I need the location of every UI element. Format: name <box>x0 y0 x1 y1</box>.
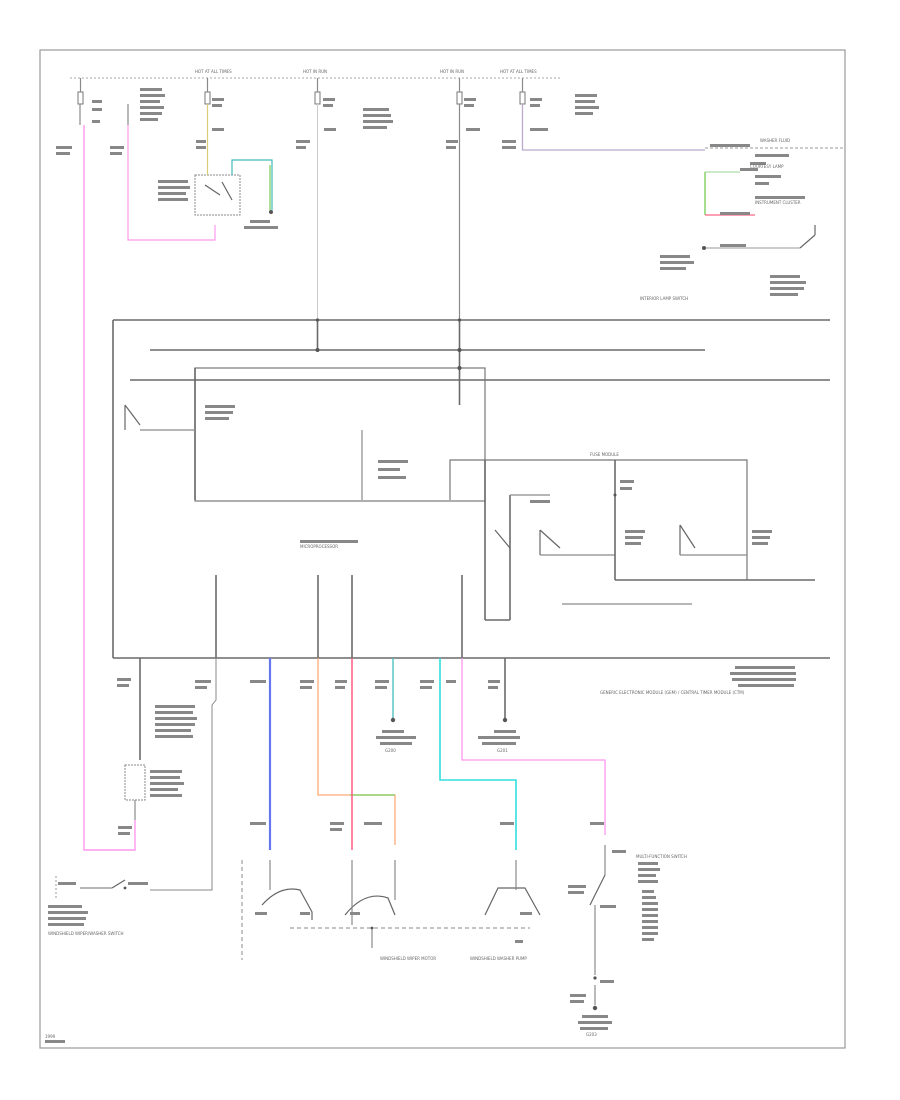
wire-teal-relay <box>231 159 273 210</box>
ground-g203 <box>592 1005 598 1011</box>
module-name-block <box>730 666 796 687</box>
gem-module <box>112 318 830 659</box>
relay-top-left <box>158 174 241 216</box>
fuse-label-2: HOT IN RUN <box>303 69 327 74</box>
fuse-1 <box>204 78 211 105</box>
notes-blue <box>250 680 266 825</box>
instrument-cluster-label: INSTRUMENT CLUSTER <box>755 200 801 205</box>
connector-left-module <box>124 764 184 801</box>
fuse-module-label: FUSE MODULE <box>590 452 619 457</box>
label-page-code: 1999 <box>45 1034 56 1039</box>
label-wiper-motor: WINDSHIELD WIPER MOTOR <box>380 956 436 961</box>
fuse4-notes <box>56 128 548 155</box>
fuse-label-1: HOT AT ALL TIMES <box>195 69 232 74</box>
label-module-name: GENERIC ELECTRONIC MODULE (GEM) / CENTRA… <box>600 690 745 695</box>
wire-left-block <box>127 125 216 241</box>
label-washer-pump: WINDSHIELD WASHER PUMP <box>470 956 527 961</box>
fuse-label-3: HOT IN RUN <box>440 69 464 74</box>
instrument-cluster-area <box>660 144 845 296</box>
ground-g201 <box>502 717 508 723</box>
outer-border <box>39 49 846 1049</box>
wire-pink-right <box>461 658 606 835</box>
fuse-label-4: HOT AT ALL TIMES <box>500 69 537 74</box>
ground-notes-1 <box>244 220 278 229</box>
label-multifunction: MULTI-FUNCTION SWITCH <box>636 854 687 859</box>
fuse-4 <box>519 78 526 105</box>
ground-g200 <box>390 717 396 723</box>
label-g201: G201 <box>497 748 508 753</box>
label-interior-lamps: INTERIOR LAMP SWITCH <box>640 296 688 301</box>
notes-orange-red <box>300 680 382 831</box>
wire-cyan <box>439 658 517 850</box>
label-telltale: WASHER FLUID <box>760 138 790 143</box>
bottom-left-switch <box>48 876 148 926</box>
notes-left-module <box>117 678 211 835</box>
notes-cyan-pink <box>420 680 604 825</box>
wiper-motor <box>241 860 541 960</box>
pink-wire-left <box>83 125 136 851</box>
fuse-2 <box>314 78 321 105</box>
notes-g200 <box>375 680 416 745</box>
fuse-3 <box>456 78 463 105</box>
fuse-box-notes <box>92 88 599 129</box>
microprocessor-label: MICROPROCESSOR <box>300 544 338 549</box>
ground-g1 <box>269 210 273 214</box>
label-g203: G203 <box>586 1032 597 1037</box>
notes-g201 <box>478 680 520 745</box>
label-left-note: WINDSHIELD WIPER/WASHER SWITCH <box>48 931 124 936</box>
page-code-mark <box>45 1040 65 1043</box>
label-courtesy: COURTESY LAMP <box>750 164 784 169</box>
wire-fuse4-lilac <box>521 104 705 151</box>
multifunction-switch <box>568 845 660 1030</box>
wire-216-down <box>150 658 217 891</box>
label-g200: G200 <box>385 748 396 753</box>
fuse-0 <box>77 78 84 105</box>
